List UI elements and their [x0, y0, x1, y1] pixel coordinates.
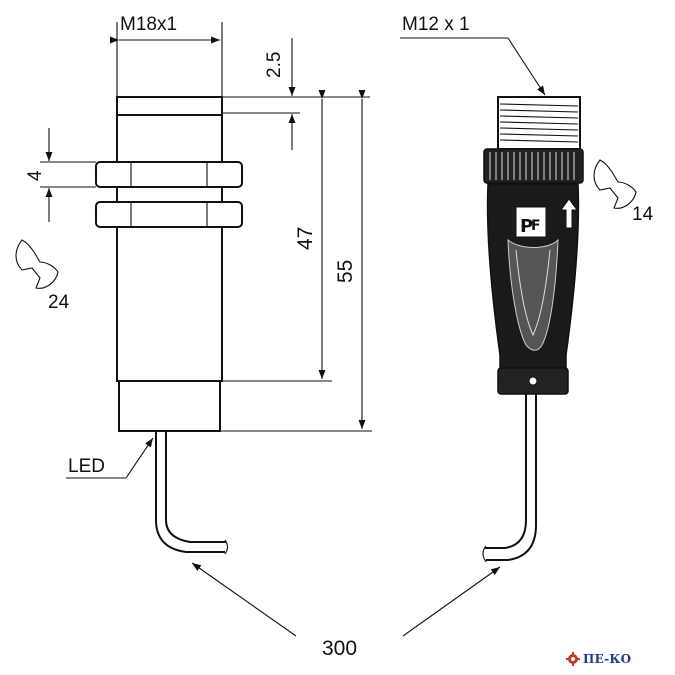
manufacturer-logo-icon	[515, 206, 547, 238]
nut-width-label: 4	[25, 170, 46, 181]
housing-length-label: 47	[294, 227, 317, 250]
sensor-bottom-cap	[118, 380, 221, 432]
gear-icon	[566, 652, 580, 666]
connector-right: P F	[482, 96, 584, 563]
watermark-logo: ПЕ-КО	[566, 652, 631, 666]
up-arrow-icon	[560, 198, 578, 229]
connector-nut	[483, 148, 584, 184]
led-callout: LED	[66, 437, 154, 479]
dim-thread-depth: 2.5	[222, 38, 370, 150]
nut-upper	[95, 161, 243, 188]
svg-text:F: F	[531, 218, 541, 234]
wrench-size-connector: 14	[632, 204, 654, 225]
thread-depth-label: 2.5	[264, 52, 285, 78]
sensor-top-cap	[116, 96, 223, 116]
dim-total-length: 55	[220, 90, 372, 432]
cable-length-label: 300	[322, 637, 357, 660]
dim-nut-width: 4	[25, 128, 96, 222]
dim-housing-length: 47	[222, 90, 332, 382]
total-length-label: 55	[334, 260, 357, 283]
dim-thread-connector: M12 x 1	[400, 14, 546, 96]
wrench-icon-left: 24	[15, 239, 70, 313]
led-label: LED	[68, 456, 105, 477]
sensor-cable-left	[155, 431, 225, 553]
wrench-icon-right: 14	[593, 159, 654, 225]
thread-main-label: M18x1	[120, 14, 177, 35]
dim-thread-main: M18x1	[110, 14, 223, 97]
wrench-size-main: 24	[48, 292, 70, 313]
sensor-thread-body	[116, 112, 223, 382]
watermark-logo-text: ПЕ-КО	[583, 652, 632, 666]
sensor-cable-right	[485, 394, 527, 549]
sensor-left	[95, 96, 243, 555]
nut-lower	[95, 201, 243, 228]
thread-connector-label: M12 x 1	[402, 14, 470, 35]
svg-text:P: P	[520, 216, 533, 237]
dim-cable-length: 300	[191, 562, 501, 660]
